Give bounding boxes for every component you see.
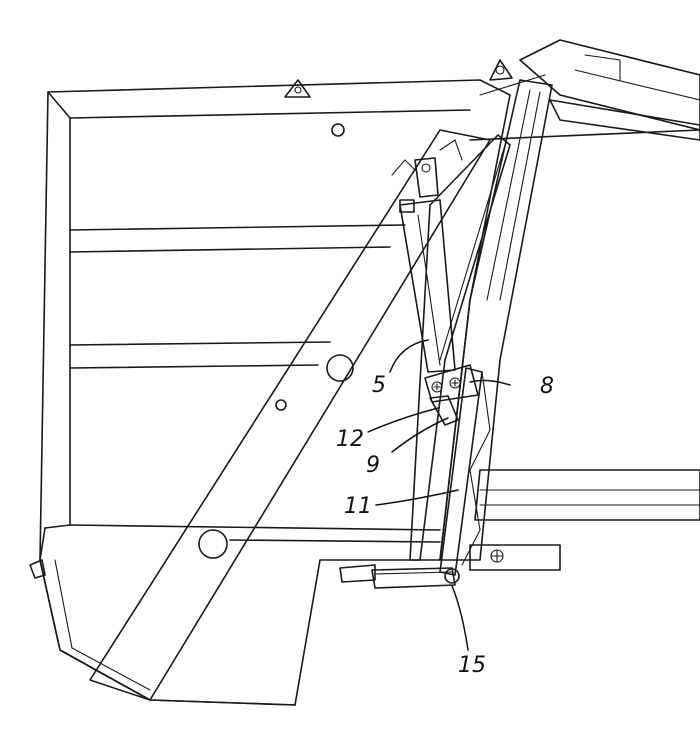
callout-9: 9 [366, 453, 380, 478]
mount-hole [331, 123, 345, 137]
leader-5 [389, 339, 429, 373]
callout-8: 8 [540, 374, 554, 399]
callout-15: 15 [458, 653, 486, 678]
leader-12 [367, 407, 439, 433]
brace-hole [326, 354, 354, 382]
rear-frame [469, 39, 700, 571]
hydraulic-cylinder [391, 139, 463, 373]
brace-hole [198, 529, 228, 559]
bottom-hydraulic-unit [339, 564, 460, 589]
leader-lines [367, 339, 511, 651]
hinge-plate [424, 364, 479, 403]
diagonal-brace [89, 129, 491, 701]
hopper-body [29, 79, 511, 706]
mount-hole [275, 399, 287, 411]
leader-15 [451, 585, 469, 651]
hopper-side-panel [39, 79, 511, 706]
callout-5: 5 [372, 373, 386, 398]
leader-9 [391, 417, 449, 453]
leader-11 [375, 489, 459, 506]
callout-12: 12 [336, 427, 364, 452]
tailgate-panel [409, 59, 553, 561]
connecting-link [429, 395, 459, 426]
seal-bar [439, 367, 491, 576]
callouts: 5 8 12 9 11 15 [336, 373, 554, 678]
callout-11: 11 [344, 494, 372, 519]
leader-8 [469, 379, 511, 386]
